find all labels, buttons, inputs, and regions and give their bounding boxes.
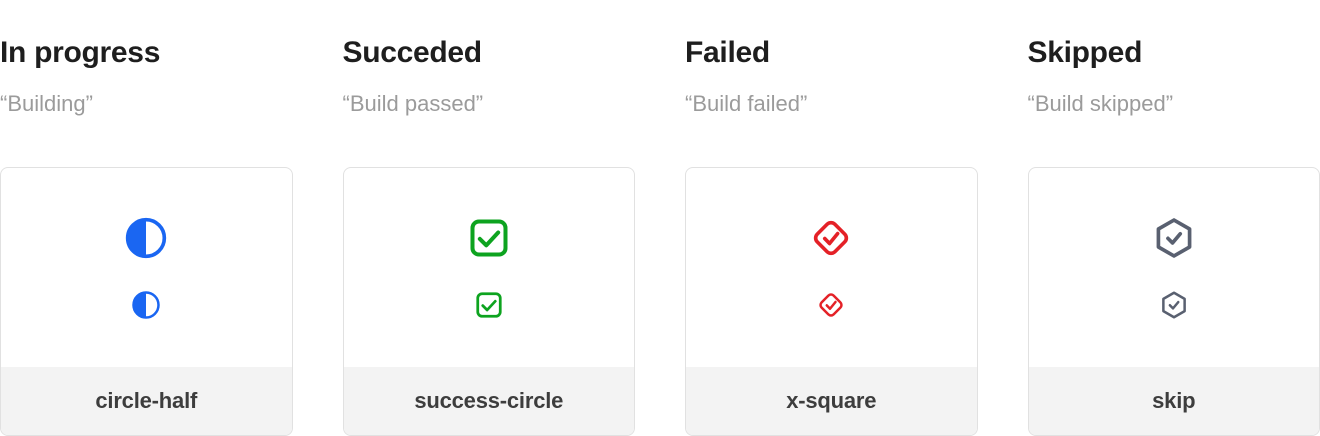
icon-name-label: success-circle [343,367,634,435]
icon-card: circle-half [0,167,293,436]
status-title: Succeded [342,36,483,69]
status-column-in-progress: In progress “Building” [0,0,293,436]
status-title: Skipped [1027,36,1143,69]
circle-half-icon [124,216,168,260]
check-hexagon-icon [1152,216,1196,260]
status-column-skipped: Skipped “Build skipped” [1027,0,1320,436]
icon-card-body [1029,168,1320,367]
status-quote: “Build failed” [685,91,808,116]
icon-card: success-circle [342,167,635,436]
icon-card-body [1,168,292,367]
status-title: Failed [685,36,770,69]
check-square-icon [467,216,511,260]
circle-half-icon-small [131,290,161,320]
icon-name-label: x-square [686,367,977,435]
check-hexagon-icon-small [1159,290,1189,320]
status-quote: “Build skipped” [1027,91,1174,116]
icon-name-label: circle-half [1,367,292,435]
icon-card: x-square [685,167,978,436]
check-square-icon-small [474,290,504,320]
icon-card-body [686,168,977,367]
check-diamond-icon [809,216,853,260]
icon-name-label: skip [1028,367,1319,435]
status-column-succeeded: Succeded “Build passed” [342,0,635,436]
status-title: In progress [0,36,161,69]
icon-card-body [344,168,635,367]
status-quote: “Building” [0,91,93,116]
icon-card: skip [1027,167,1320,436]
check-diamond-icon-small [816,290,846,320]
status-quote: “Build passed” [342,91,484,116]
status-column-failed: Failed “Build failed” [685,0,978,436]
